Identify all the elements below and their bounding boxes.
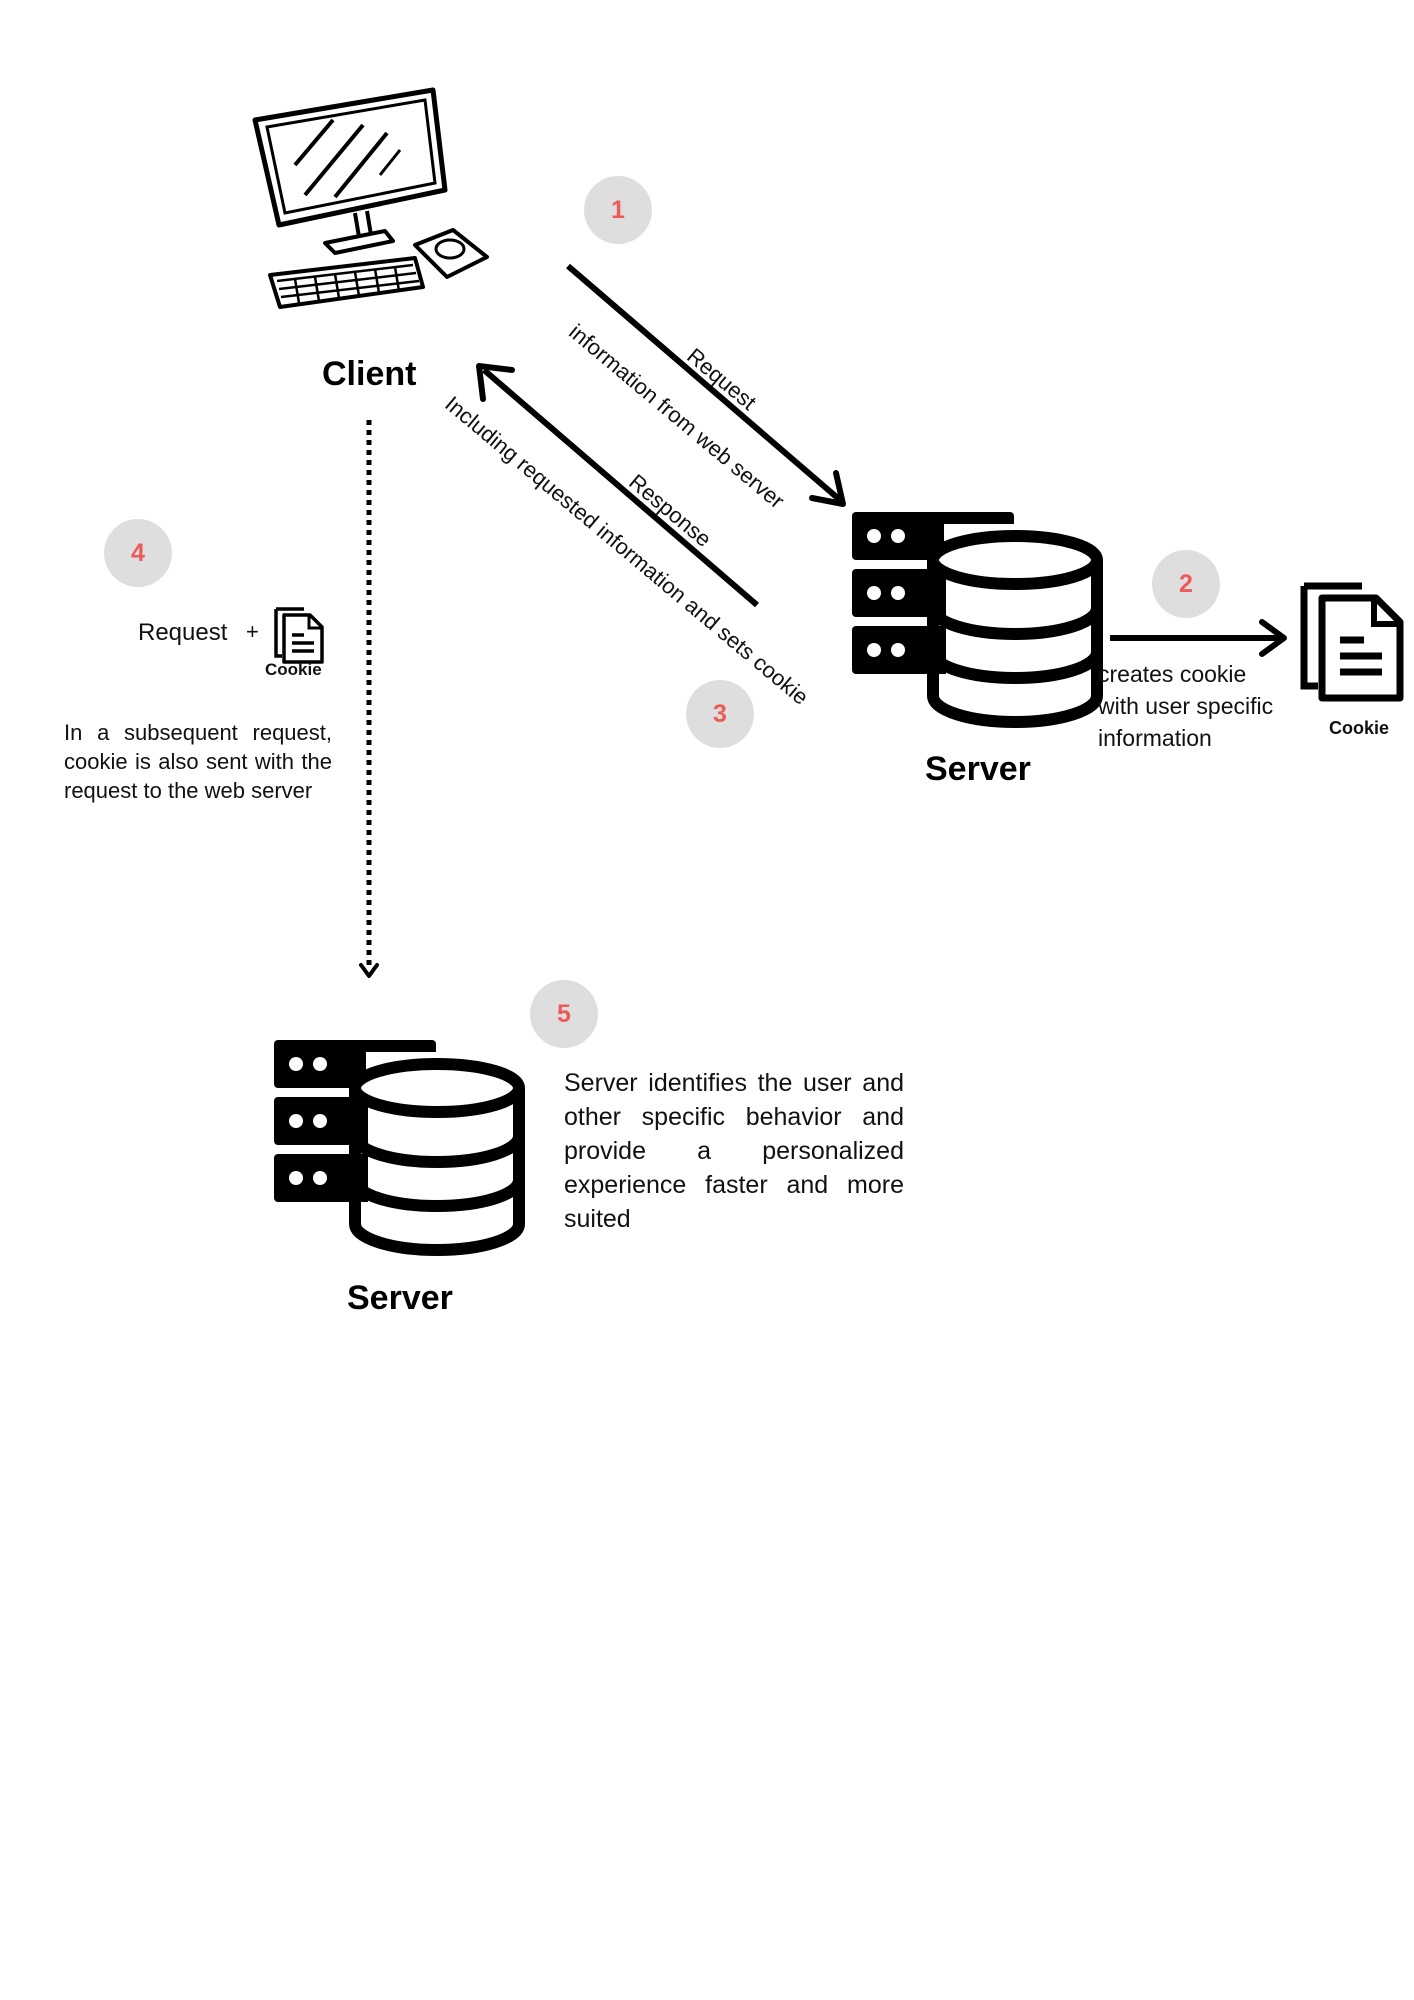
computer-icon [252,87,489,309]
step-1-badge: 1 [584,176,652,244]
server-database-icon [852,512,1103,728]
step-5-badge: 5 [530,980,598,1048]
step-3-badge: 3 [686,680,754,748]
step-4-badge: 4 [104,519,172,587]
step-2-text: creates cookie with user specific inform… [1098,661,1274,751]
client-label: Client [322,355,417,393]
step-4-description: In a subsequent request, cookie is also … [64,720,332,803]
step-2-badge: 2 [1152,550,1220,618]
server-top-label: Server [925,750,1031,788]
step-5-description: Server identifies the user and other spe… [564,1069,904,1233]
step-4-cookie-label: Cookie [265,660,322,679]
server-bottom-label: Server [347,1279,453,1317]
server-database-icon [274,1040,525,1256]
cookie-small-icon [274,607,324,664]
step-4-plus: + [246,619,259,644]
cookie-label: Cookie [1329,718,1390,738]
cookie-document-icon [1300,582,1404,702]
step-4-request-label: Request [138,619,228,646]
